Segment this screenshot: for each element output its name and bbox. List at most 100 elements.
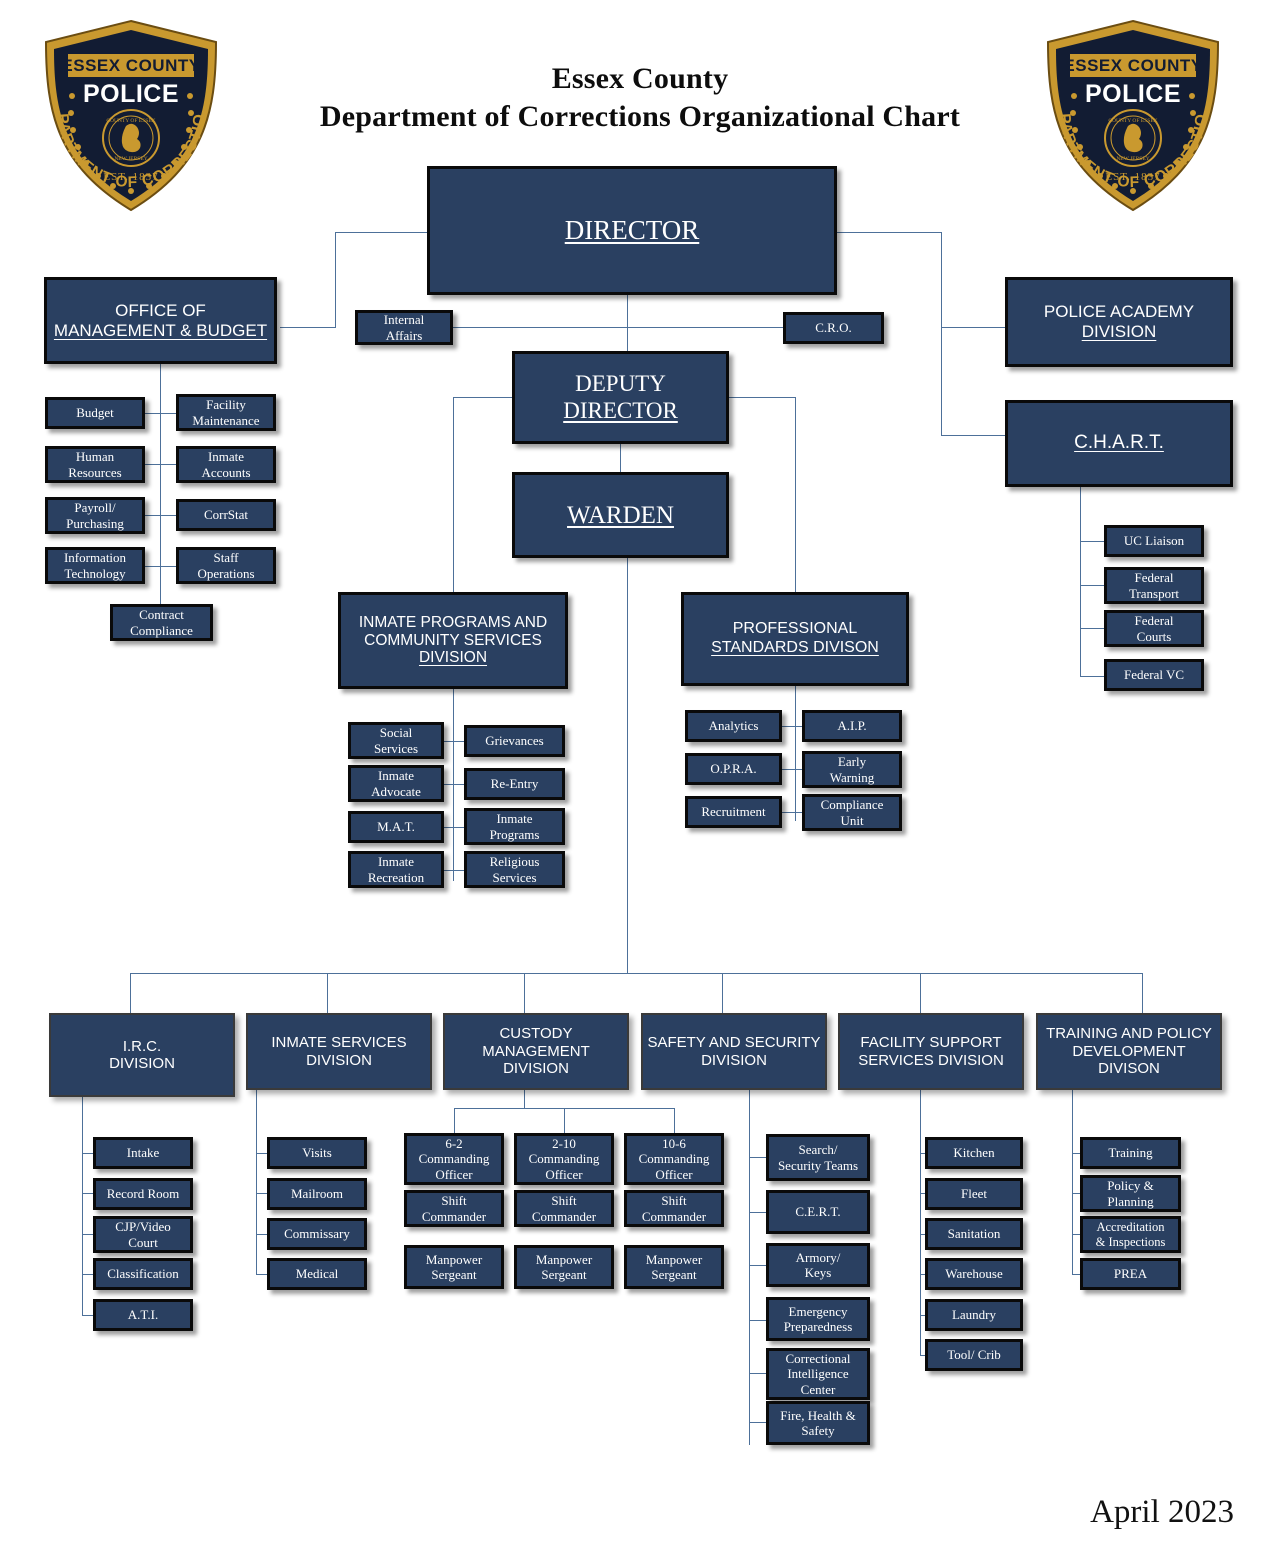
node-chart-unit-label: C.H.A.R.T. xyxy=(1074,432,1164,454)
connector-omb-row2 xyxy=(145,464,179,465)
node-accreditation-line2: & Inspections xyxy=(1095,1234,1166,1249)
node-inmate-advocate[interactable]: Inmate Advocate xyxy=(348,765,444,802)
node-prea[interactable]: PREA xyxy=(1080,1258,1181,1290)
node-corrstat[interactable]: CorrStat xyxy=(176,499,276,531)
division-safety-security[interactable]: SAFETY AND SECURITY DIVISION xyxy=(641,1013,827,1090)
node-cro[interactable]: C.R.O. xyxy=(783,312,884,344)
node-kitchen[interactable]: Kitchen xyxy=(925,1137,1023,1169)
node-office-of-management-budget[interactable]: OFFICE OF MANAGEMENT & BUDGET xyxy=(44,277,277,364)
node-mailroom[interactable]: Mailroom xyxy=(267,1178,367,1210)
node-federal-vc[interactable]: Federal VC xyxy=(1104,659,1204,691)
node-internal-affairs[interactable]: Internal Affairs xyxy=(355,310,453,345)
node-manpower-sergeant-2-10[interactable]: Manpower Sergeant xyxy=(514,1245,614,1289)
node-training[interactable]: Training xyxy=(1080,1137,1181,1169)
node-search-security-line2: Security Teams xyxy=(777,1157,859,1173)
node-grievances[interactable]: Grievances xyxy=(464,725,565,757)
node-cjp-video-court[interactable]: CJP/Video Court xyxy=(93,1216,193,1253)
node-analytics[interactable]: Analytics xyxy=(685,710,782,742)
node-uc-liaison[interactable]: UC Liaison xyxy=(1104,525,1204,557)
node-armory-keys[interactable]: Armory/ Keys xyxy=(766,1243,870,1287)
node-medical[interactable]: Medical xyxy=(267,1258,367,1290)
node-warden[interactable]: WARDEN xyxy=(512,472,729,558)
node-deputy-director-line2: DIRECTOR xyxy=(563,397,678,423)
node-commanding-officer-6-2[interactable]: 6-2 Commanding Officer xyxy=(404,1133,504,1185)
node-religious-services[interactable]: Religious Services xyxy=(464,851,565,888)
node-chart-unit[interactable]: C.H.A.R.T. xyxy=(1005,400,1233,487)
division-custody-management[interactable]: CUSTODY MANAGEMENT DIVISION xyxy=(443,1013,629,1090)
node-social-services[interactable]: Social Services xyxy=(348,722,444,759)
node-inmate-recreation-line1: Inmate xyxy=(377,854,415,870)
node-mat[interactable]: M.A.T. xyxy=(348,811,444,843)
node-inmate-programs[interactable]: Inmate Programs xyxy=(464,808,565,845)
node-correctional-intelligence-center[interactable]: Correctional Intelligence Center xyxy=(766,1348,870,1400)
division-training-policy-development[interactable]: TRAINING AND POLICY DEVELOPMENT DIVISON xyxy=(1036,1013,1222,1090)
node-ms210-line1: Manpower xyxy=(535,1251,593,1267)
node-shift-commander-10-6[interactable]: Shift Commander xyxy=(624,1190,724,1227)
node-federal-courts[interactable]: Federal Courts xyxy=(1104,610,1204,647)
connector-custody-d2 xyxy=(564,1108,565,1133)
node-professional-standards-division[interactable]: PROFESSIONAL STANDARDS DIVISON xyxy=(681,592,909,686)
node-shift-commander-2-10[interactable]: Shift Commander xyxy=(514,1190,614,1227)
node-mailroom-label: Mailroom xyxy=(291,1186,343,1202)
node-sanitation[interactable]: Sanitation xyxy=(925,1218,1023,1250)
node-commanding-officer-2-10[interactable]: 2-10 Commanding Officer xyxy=(514,1133,614,1185)
node-director[interactable]: DIRECTOR xyxy=(427,166,837,295)
connector-omb-row4 xyxy=(145,566,179,567)
node-fleet[interactable]: Fleet xyxy=(925,1178,1023,1210)
node-contract-compliance[interactable]: Contract Compliance xyxy=(110,604,213,641)
division-irc[interactable]: I.R.C. DIVISION xyxy=(49,1013,235,1097)
node-shift-commander-6-2[interactable]: Shift Commander xyxy=(404,1190,504,1227)
node-inmate-recreation[interactable]: Inmate Recreation xyxy=(348,851,444,888)
connector-director-omb-h1 xyxy=(335,232,430,233)
node-federal-transport[interactable]: Federal Transport xyxy=(1104,567,1204,604)
node-grievances-label: Grievances xyxy=(485,733,544,749)
node-inmate-accounts[interactable]: Inmate Accounts xyxy=(176,446,276,483)
node-ati[interactable]: A.T.I. xyxy=(93,1299,193,1331)
connector-director-academy-h2 xyxy=(941,327,1007,328)
node-compliance-unit[interactable]: Compliance Unit xyxy=(802,794,902,831)
node-cert[interactable]: C.E.R.T. xyxy=(766,1190,870,1234)
node-record-room[interactable]: Record Room xyxy=(93,1178,193,1210)
division-inmate-services[interactable]: INMATE SERVICES DIVISION xyxy=(246,1013,432,1090)
node-recruitment[interactable]: Recruitment xyxy=(685,796,782,828)
node-budget[interactable]: Budget xyxy=(45,397,145,429)
node-policy-planning[interactable]: Policy & Planning xyxy=(1080,1175,1181,1212)
node-tool-crib[interactable]: Tool/ Crib xyxy=(925,1339,1023,1371)
connector-safety-c5 xyxy=(749,1373,767,1374)
connector-director-academy-v xyxy=(941,232,942,327)
node-emergency-preparedness[interactable]: Emergency Preparedness xyxy=(766,1297,870,1341)
node-intake[interactable]: Intake xyxy=(93,1137,193,1169)
node-inmate-programs-community-services-division[interactable]: INMATE PROGRAMS AND COMMUNITY SERVICES D… xyxy=(338,592,568,689)
node-warden-label: WARDEN xyxy=(567,501,674,529)
node-re-entry[interactable]: Re-Entry xyxy=(464,768,565,800)
node-early-warning[interactable]: Early Warning xyxy=(802,751,902,788)
node-manpower-sergeant-10-6[interactable]: Manpower Sergeant xyxy=(624,1245,724,1289)
node-opra[interactable]: O.P.R.A. xyxy=(685,753,782,785)
node-aip[interactable]: A.I.P. xyxy=(802,710,902,742)
node-payroll-purchasing[interactable]: Payroll/ Purchasing xyxy=(45,497,145,534)
node-human-resources[interactable]: Human Resources xyxy=(45,446,145,483)
node-accreditation-inspections[interactable]: Accreditation & Inspections xyxy=(1080,1216,1181,1253)
node-information-technology[interactable]: Information Technology xyxy=(45,547,145,584)
node-policy-planning-line2: Planning xyxy=(1107,1193,1154,1209)
essex-county-police-badge-left: ESSEX COUNTY POLICE COUNTY OF ESSEX NEW … xyxy=(38,18,224,214)
node-deputy-director[interactable]: DEPUTY DIRECTOR xyxy=(512,351,729,444)
node-search-security-teams[interactable]: Search/ Security Teams xyxy=(766,1134,870,1181)
node-staff-operations[interactable]: Staff Operations xyxy=(176,547,276,584)
connector-safety-c3 xyxy=(749,1265,767,1266)
node-fire-health-safety[interactable]: Fire, Health & Safety xyxy=(766,1401,870,1445)
node-police-academy-division[interactable]: POLICE ACADEMY DIVISION xyxy=(1005,277,1233,367)
node-visits[interactable]: Visits xyxy=(267,1137,367,1169)
node-manpower-sergeant-6-2[interactable]: Manpower Sergeant xyxy=(404,1245,504,1289)
node-search-security-line1: Search/ xyxy=(798,1142,838,1158)
node-policy-planning-line1: Policy & xyxy=(1107,1178,1154,1194)
node-commanding-officer-10-6[interactable]: 10-6 Commanding Officer xyxy=(624,1133,724,1185)
connector-irc-c1 xyxy=(82,1153,100,1154)
division-facility-support-services[interactable]: FACILITY SUPPORT SERVICES DIVISION xyxy=(838,1013,1024,1090)
node-recruitment-label: Recruitment xyxy=(701,804,766,820)
node-classification[interactable]: Classification xyxy=(93,1258,193,1290)
node-warehouse[interactable]: Warehouse xyxy=(925,1258,1023,1290)
node-laundry[interactable]: Laundry xyxy=(925,1299,1023,1331)
node-commissary[interactable]: Commissary xyxy=(267,1218,367,1250)
node-facility-maintenance[interactable]: Facility Maintenance xyxy=(176,394,276,431)
